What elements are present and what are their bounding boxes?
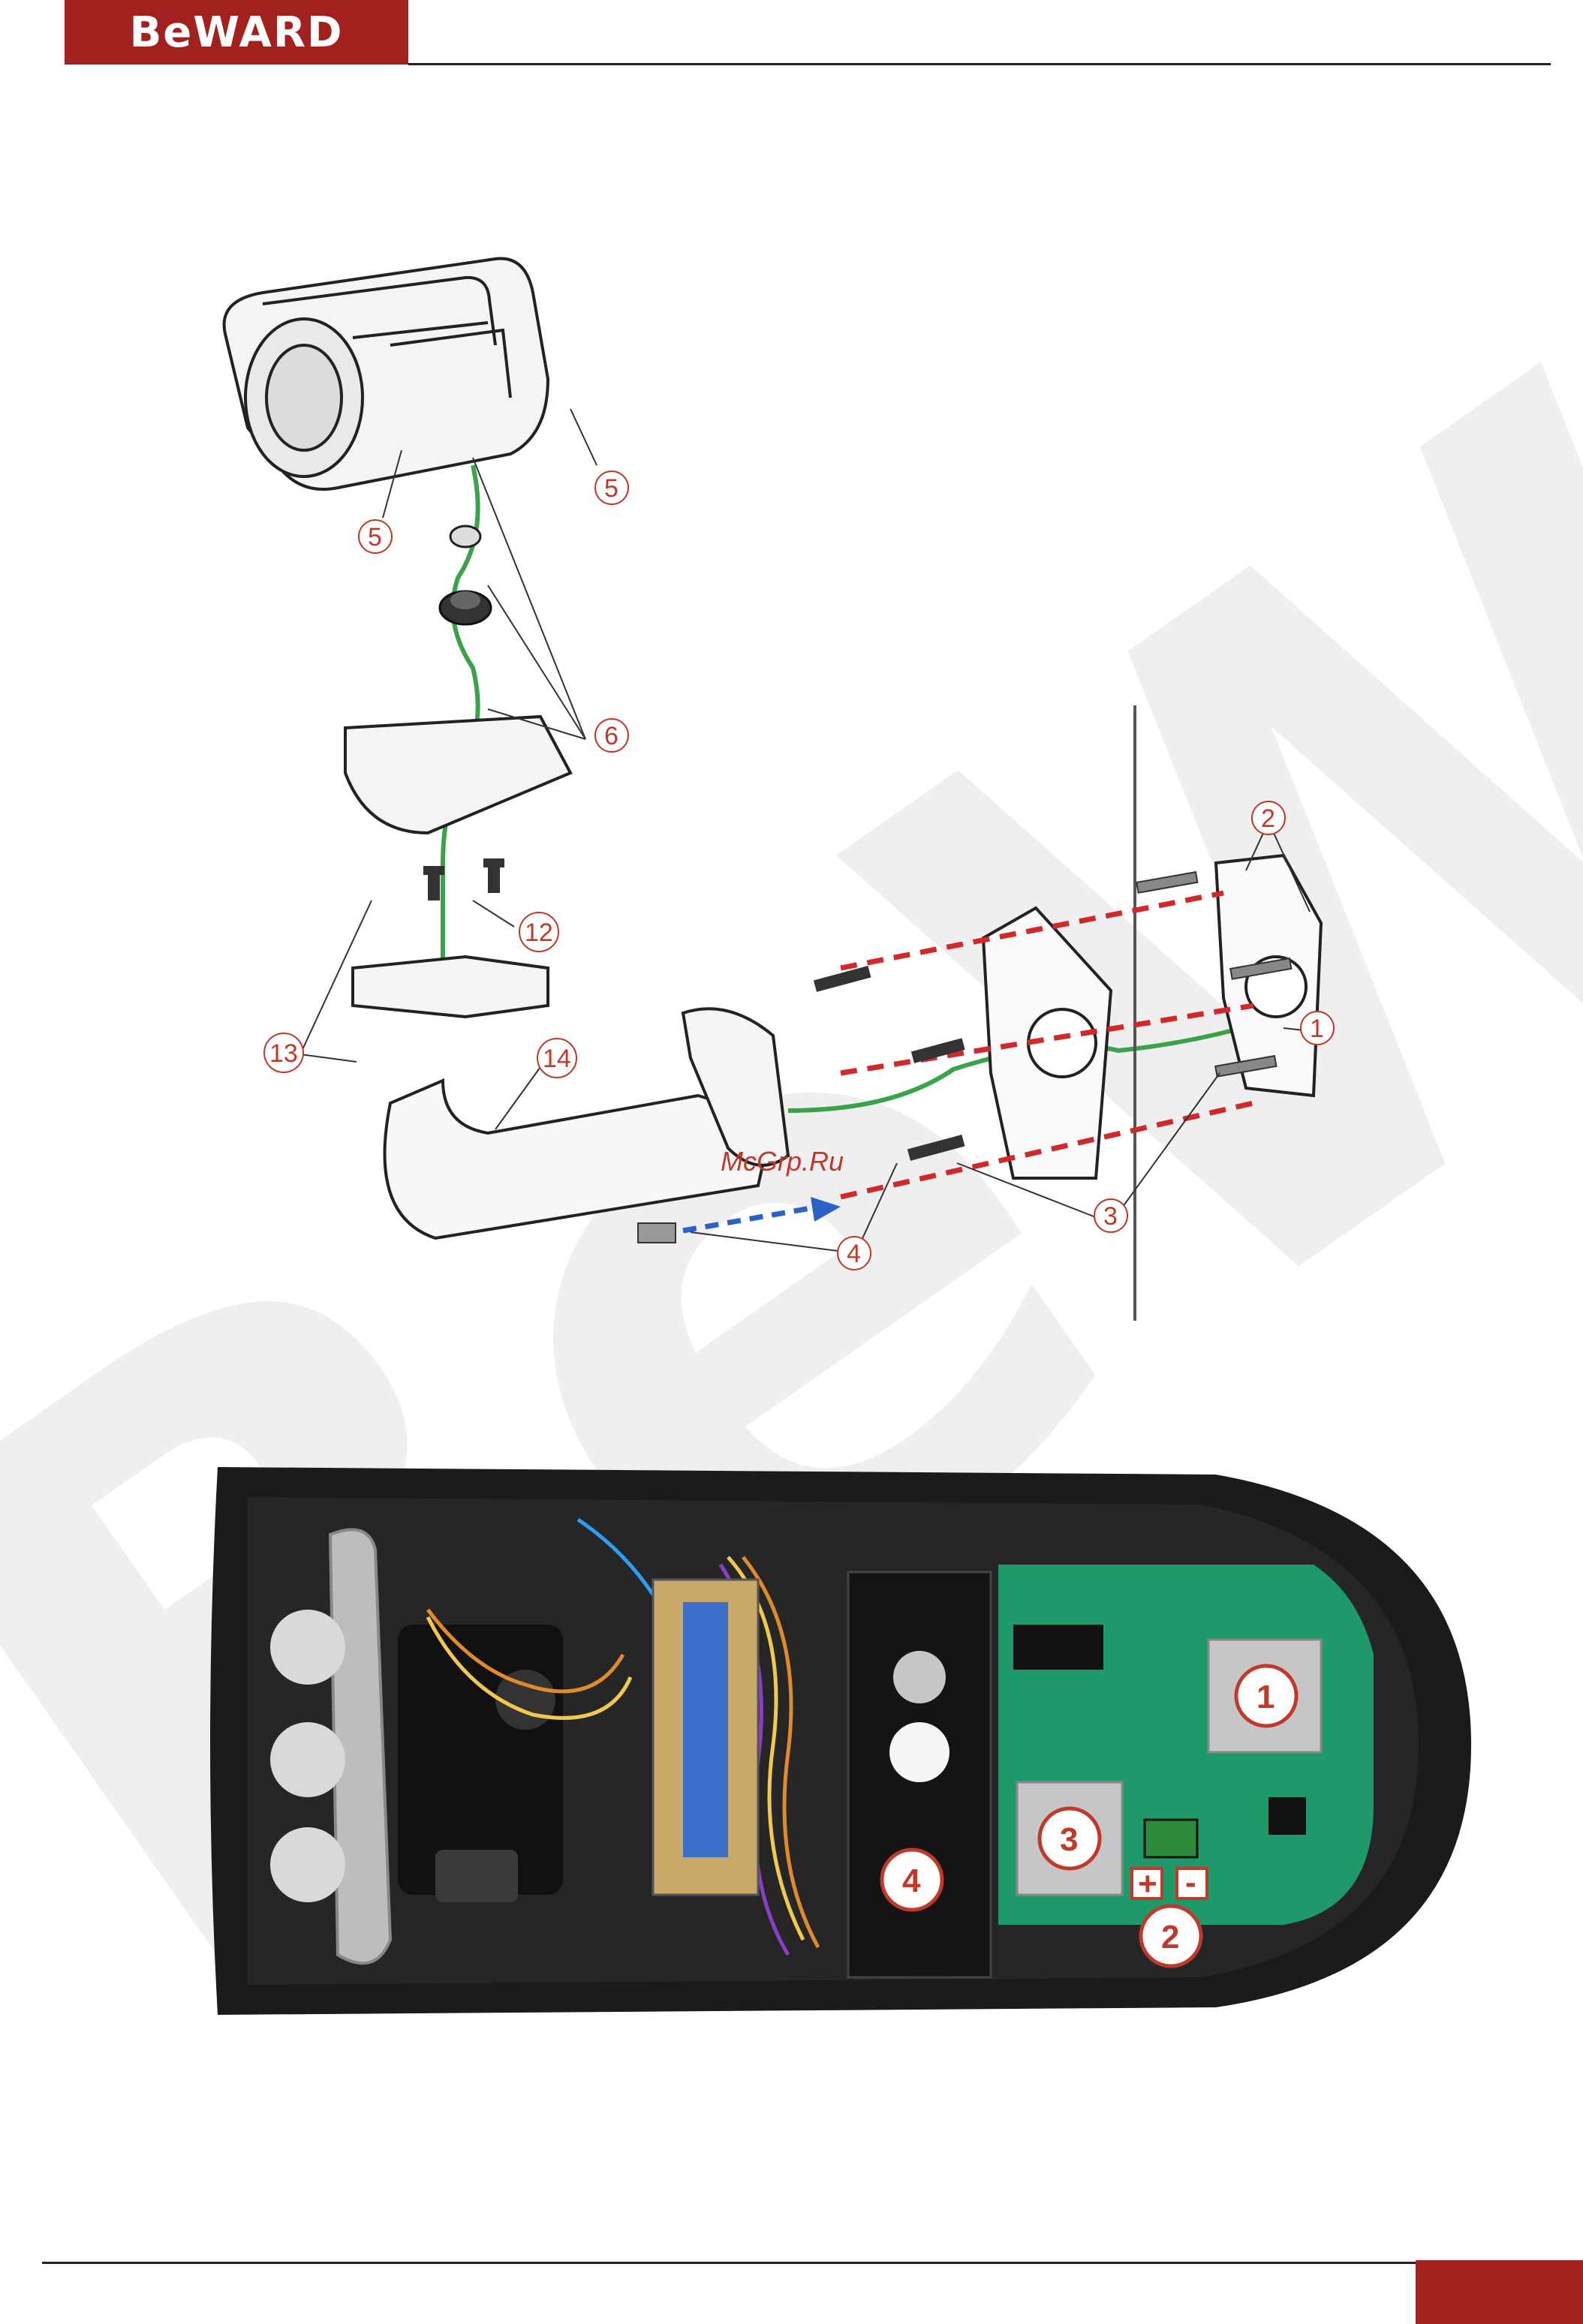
svg-text:4: 4 (902, 1863, 921, 1899)
cable-tie-part (638, 1223, 676, 1243)
insert-direction-arrow (683, 1197, 841, 1231)
camera-body (224, 259, 548, 489)
ic-chip (1013, 1625, 1103, 1670)
source-watermark-label: McGrp.Ru (721, 1146, 844, 1177)
callout-5-right: 5 (595, 471, 628, 504)
callout-14: 14 (537, 1039, 576, 1078)
svg-text:4: 4 (847, 1240, 861, 1268)
terminal-plus: + (1132, 1866, 1162, 1902)
callout-1: 1 (1301, 1012, 1334, 1045)
badge-2: 2 (1141, 1906, 1201, 1966)
power-terminal (1145, 1820, 1197, 1857)
brand-logo: BeWARD (65, 0, 408, 65)
footer-page-tab (1416, 2260, 1583, 2324)
badge-4: 4 (882, 1850, 942, 1910)
callout-5-left: 5 (359, 520, 392, 553)
badge-3: 3 (1040, 1808, 1100, 1869)
badge-1: 1 (1236, 1666, 1296, 1726)
svg-text:6: 6 (604, 722, 618, 750)
mount-plate (345, 717, 570, 833)
callout-2: 2 (1252, 801, 1285, 834)
svg-text:2: 2 (1161, 1919, 1179, 1956)
svg-text:12: 12 (525, 918, 553, 947)
grommet (450, 526, 480, 547)
svg-text:2: 2 (1261, 804, 1275, 833)
camera-interior-photo: 1 3 4 2 + - (203, 1430, 1471, 2045)
pivot-block (353, 957, 548, 1017)
svg-text:5: 5 (604, 474, 618, 503)
svg-text:1: 1 (1310, 1015, 1324, 1043)
svg-text:3: 3 (1103, 1202, 1118, 1231)
callout-3: 3 (1094, 1199, 1127, 1232)
callout-13: 13 (264, 1033, 303, 1072)
screws-12 (423, 858, 504, 900)
wall-screws (814, 966, 965, 1161)
callout-6: 6 (595, 719, 628, 752)
callout-4: 4 (838, 1237, 871, 1270)
footer-rule (42, 2262, 1416, 2264)
cable-nut (440, 591, 491, 624)
callout-12: 12 (519, 912, 558, 952)
ribbon-cable (683, 1602, 728, 1857)
svg-text:14: 14 (543, 1045, 571, 1073)
svg-text:13: 13 (269, 1039, 298, 1068)
svg-text:1: 1 (1256, 1679, 1275, 1715)
header-rule (408, 63, 1551, 65)
terminal-minus: - (1177, 1864, 1207, 1901)
svg-text:+: + (1138, 1866, 1157, 1902)
svg-text:-: - (1185, 1864, 1196, 1901)
svg-text:5: 5 (368, 523, 382, 552)
installation-diagram: McGrp.Ru 5 5 6 12 13 14 4 3 2 1 (218, 248, 1404, 1321)
svg-text:3: 3 (1060, 1821, 1078, 1858)
reset-button (1269, 1797, 1306, 1835)
lens-module (398, 1625, 563, 1902)
